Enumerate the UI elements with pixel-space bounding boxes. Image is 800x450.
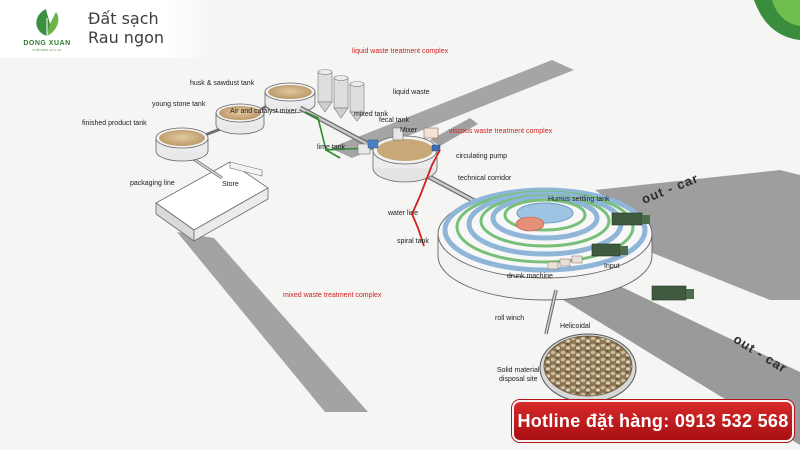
truck-middle (591, 243, 628, 257)
leaf-logo-icon (36, 9, 59, 36)
label-solid-disposal-line2: disposal site (499, 376, 538, 383)
label-spiral-tank: spiral tank (397, 238, 429, 245)
humus-settling-tank (515, 216, 545, 232)
green-pipe (304, 111, 341, 159)
viscous-road (430, 118, 478, 146)
logo-subtext: PHÂN BÓN HỮU CƠ (32, 48, 62, 52)
logo-text: DONG XUAN (23, 40, 71, 47)
label-finished-product-tank: finished product tank (82, 120, 147, 127)
label-humus-settling-tank: Humus settling tank (548, 196, 610, 203)
label-young-stone-tank: young stone tank (152, 101, 206, 108)
mixed-fecal-tank (372, 127, 439, 183)
slogan-line2: Rau ngon (88, 28, 165, 47)
label-mixed-tank: mixed tank (354, 111, 388, 118)
corner-leaf-icon (754, 0, 800, 40)
water-line (411, 149, 441, 247)
label-technical-corridor: technical corridor (458, 175, 512, 182)
husk-sawdust-tank (264, 82, 316, 114)
label-solid-disposal-line1: Solid material (497, 367, 540, 374)
truck-bottom (651, 285, 694, 301)
liquid-waste-silos (317, 69, 365, 122)
label-mixer: Mixer (400, 127, 418, 134)
road-top (330, 60, 574, 158)
label-roll-winch: roll winch (495, 315, 525, 322)
brand-logo: DONG XUAN PHÂN BÓN HỮU CƠ (14, 6, 80, 54)
finished-product-tank (155, 127, 209, 162)
label-viscous-complex: viscous waste treatment complex (449, 128, 553, 135)
circulating-pump (431, 144, 441, 152)
label-fecal-tank: fecal tank (379, 117, 409, 124)
label-store: Store (222, 181, 239, 188)
label-mixed-complex: mixed waste treatment complex (283, 292, 382, 299)
label-input: Input (604, 263, 620, 270)
truck-top (611, 212, 650, 226)
label-packaging-line: packaging line (130, 180, 175, 187)
label-husk-tank: husk & sawdust tank (190, 80, 255, 87)
drunk-machine (547, 255, 583, 270)
road-left (177, 232, 368, 412)
lime-tank (357, 139, 379, 155)
label-helicoidal: Helicoidal (560, 323, 591, 330)
hotline-text: Hotline đặt hàng: 0913 532 568 (517, 410, 789, 431)
slogan-line1: Đất sạch (88, 9, 159, 28)
young-stone-tank (215, 103, 265, 135)
label-liquid-complex: liquid waste treatment complex (352, 48, 449, 55)
label-liquid-waste: liquid waste (393, 89, 430, 96)
road-bottom-right (560, 260, 800, 445)
label-water-line: water line (388, 210, 418, 217)
brand-slogan: Đất sạch Rau ngon (88, 9, 164, 47)
store-building (155, 161, 269, 242)
road-right (595, 170, 800, 300)
label-air-catalyst-mixer: Air and catalyst mixer (230, 108, 297, 115)
label-lime-tank: lime tank (317, 144, 346, 151)
label-circulating-pump: circulating pump (456, 153, 507, 160)
solid-disposal-site (539, 333, 637, 403)
brand-header: DONG XUAN PHÂN BÓN HỮU CƠ Đất sạch Rau n… (0, 0, 210, 58)
hotline-banner[interactable]: Hotline đặt hàng: 0913 532 568 (512, 400, 794, 442)
label-drunk-machine: drunk machine (507, 273, 553, 280)
